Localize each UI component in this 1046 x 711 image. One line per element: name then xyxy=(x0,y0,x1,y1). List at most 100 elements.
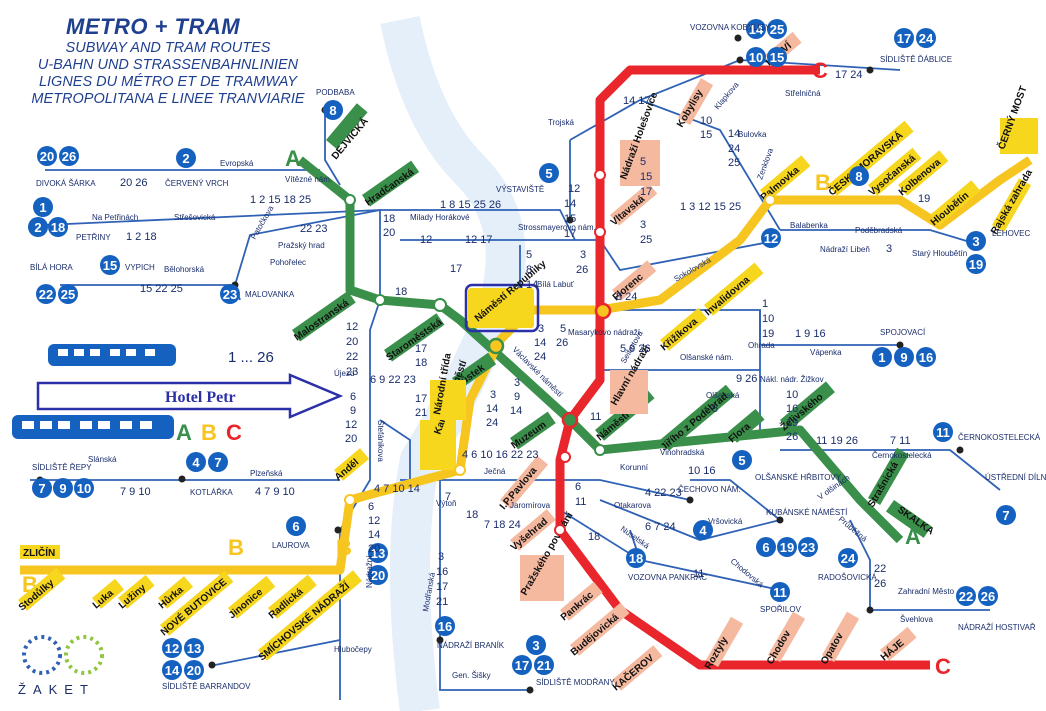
svg-text:Hlubočepy: Hlubočepy xyxy=(334,645,372,654)
badge-kobylisy-14[interactable]: 14 xyxy=(746,19,766,39)
badge-kubanske-19[interactable]: 19 xyxy=(777,537,797,557)
badge-repy-9[interactable]: 9 xyxy=(53,478,73,498)
stop-laurova: LAUROVA xyxy=(272,541,310,550)
station-kacerov[interactable]: KAČEROV xyxy=(610,651,657,693)
badge-petriny-2[interactable]: 2 xyxy=(28,217,48,237)
badge-hostivar-26[interactable]: 26 xyxy=(978,586,998,606)
svg-text:4: 4 xyxy=(699,523,707,538)
svg-text:16: 16 xyxy=(438,619,452,634)
badge-dablice-24[interactable]: 24 xyxy=(916,28,936,48)
badge-podbaba-8[interactable]: 8 xyxy=(323,100,343,120)
svg-text:14: 14 xyxy=(368,529,380,541)
badge-modrany-21[interactable]: 21 xyxy=(534,655,554,675)
svg-text:Plzeňská: Plzeňská xyxy=(250,469,283,478)
badge-vozovna-pankrac-18[interactable]: 18 xyxy=(626,548,646,568)
badge-laurova-6[interactable]: 6 xyxy=(286,516,306,536)
station-jinonice[interactable]: Jinonice xyxy=(227,587,265,622)
svg-text:14: 14 xyxy=(165,663,180,678)
badge-cernokostelecka-11[interactable]: 11 xyxy=(933,422,953,442)
station-ceskomoravska[interactable]: ČESKOMORAVSKÁ xyxy=(826,128,906,198)
route-number-annotations: 20 26 1 2 15 18 25 1 2 18 15 22 25 22 23… xyxy=(120,69,930,608)
badge-kubanske-23[interactable]: 23 xyxy=(798,537,818,557)
badge-vypich-15[interactable]: 15 xyxy=(100,255,120,275)
svg-text:25: 25 xyxy=(770,22,784,37)
badge-sporilov-11[interactable]: 11 xyxy=(770,582,790,602)
badge-olsanske-hrbitovy-5[interactable]: 5 xyxy=(732,450,752,470)
svg-text:Zahradní Město: Zahradní Město xyxy=(898,587,955,596)
badge-smichov-20[interactable]: 20 xyxy=(368,565,388,585)
svg-text:11: 11 xyxy=(590,411,601,423)
station-invalidovna[interactable]: Invalidovna xyxy=(703,274,753,318)
svg-text:1 2 18: 1 2 18 xyxy=(126,231,157,243)
svg-text:14: 14 xyxy=(728,128,740,140)
stop-kotlarka: KOTLÁŘKA xyxy=(190,488,233,497)
svg-text:26: 26 xyxy=(874,578,886,590)
badge-hostivar-22[interactable]: 22 xyxy=(956,586,976,606)
badge-kobylisy-25[interactable]: 25 xyxy=(767,19,787,39)
stop-ustredni-dilny: ÚSTŘEDNÍ DÍLNY DP xyxy=(985,473,1046,482)
badge-kubanske-6[interactable]: 6 xyxy=(756,537,776,557)
badge-vysocanska-8[interactable]: 8 xyxy=(849,166,869,186)
badge-barrandov-13[interactable]: 13 xyxy=(184,638,204,658)
svg-text:Černokostelecká: Černokostelecká xyxy=(872,451,932,460)
badge-kotlarka-4[interactable]: 4 xyxy=(186,452,206,472)
badge-modrany-3[interactable]: 3 xyxy=(526,635,546,655)
badge-repy-10[interactable]: 10 xyxy=(74,478,94,498)
highlight-namesti-republiky[interactable] xyxy=(464,283,540,333)
badge-divoka-sarka-26[interactable]: 26 xyxy=(59,146,79,166)
badge-barrandov-12[interactable]: 12 xyxy=(162,638,182,658)
hotel-arrow[interactable]: Hotel Petr xyxy=(36,373,344,419)
station-hradcanska[interactable]: Hradčanská xyxy=(363,167,416,209)
badge-bila-hora-25[interactable]: 25 xyxy=(58,284,78,304)
legend-letter-c: C xyxy=(226,420,242,445)
badge-spojovaci-16[interactable]: 16 xyxy=(916,347,936,367)
svg-text:23: 23 xyxy=(223,287,237,302)
svg-text:11: 11 xyxy=(773,585,787,600)
badge-vystaviste-5[interactable]: 5 xyxy=(539,163,559,183)
line-c-letter-north: C xyxy=(812,58,828,83)
badge-spojovaci-1[interactable]: 1 xyxy=(872,347,892,367)
badge-ladvi-10[interactable]: 10 xyxy=(746,47,766,67)
badge-ustredni-dilny-7[interactable]: 7 xyxy=(996,505,1016,525)
badge-barrandov-14[interactable]: 14 xyxy=(162,660,182,680)
svg-text:19: 19 xyxy=(969,257,983,272)
badge-cerveny-vrch-2[interactable]: 2 xyxy=(176,148,196,168)
badge-barrandov-20[interactable]: 20 xyxy=(184,660,204,680)
svg-text:25: 25 xyxy=(640,234,652,246)
svg-text:Patočkova: Patočkova xyxy=(249,204,276,241)
badge-petriny-1[interactable]: 1 xyxy=(33,197,53,217)
badge-radosovicka-24[interactable]: 24 xyxy=(838,548,858,568)
svg-text:3: 3 xyxy=(640,219,646,231)
svg-text:26: 26 xyxy=(576,264,588,276)
svg-text:6 7 24: 6 7 24 xyxy=(645,521,676,533)
badge-ladvi-15[interactable]: 15 xyxy=(767,47,787,67)
svg-text:17: 17 xyxy=(415,393,427,405)
badge-branik-16[interactable]: 16 xyxy=(435,616,455,636)
badge-cechovo-4[interactable]: 4 xyxy=(693,520,713,540)
station-malostranska[interactable]: Malostranská xyxy=(292,298,351,344)
badge-dablice-17[interactable]: 17 xyxy=(894,28,914,48)
badge-lehovec-3[interactable]: 3 xyxy=(966,231,986,251)
badge-bila-hora-22[interactable]: 22 xyxy=(36,284,56,304)
badge-malovanka-23[interactable]: 23 xyxy=(220,284,240,304)
badge-spojovaci-9[interactable]: 9 xyxy=(894,347,914,367)
badge-petriny-18[interactable]: 18 xyxy=(48,217,68,237)
badge-smichov-13[interactable]: 13 xyxy=(368,543,388,563)
svg-text:Olšanské nám.: Olšanské nám. xyxy=(680,353,733,362)
badge-balabenka-12[interactable]: 12 xyxy=(761,228,781,248)
svg-text:20: 20 xyxy=(345,433,357,445)
svg-text:26: 26 xyxy=(981,589,995,604)
svg-text:9 26: 9 26 xyxy=(736,373,757,385)
station-krizikova[interactable]: Křižíkova xyxy=(659,316,700,353)
badge-kotlarka-7[interactable]: 7 xyxy=(208,452,228,472)
badge-modrany-17[interactable]: 17 xyxy=(512,655,532,675)
badge-lehovec-19[interactable]: 19 xyxy=(966,254,986,274)
station-zlicin[interactable]: ZLIČÍN xyxy=(23,546,55,559)
metro-line-a xyxy=(297,156,904,544)
badge-repy-7[interactable]: 7 xyxy=(32,478,52,498)
stop-vystaviste: VÝSTAVIŠTĚ xyxy=(496,185,544,194)
station-budejovicka[interactable]: Budějovická xyxy=(569,612,622,659)
svg-text:7 9 10: 7 9 10 xyxy=(120,486,151,498)
badge-divoka-sarka-20[interactable]: 20 xyxy=(37,146,57,166)
